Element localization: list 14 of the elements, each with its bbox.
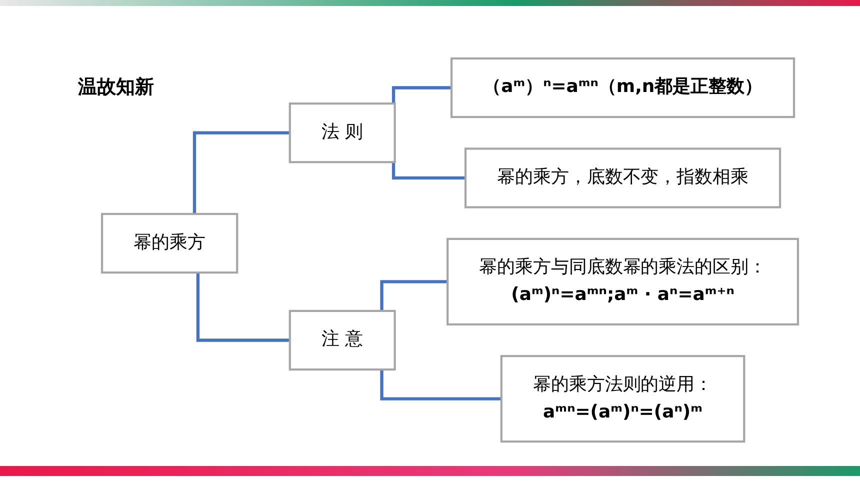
connector xyxy=(380,370,502,400)
node-box xyxy=(288,310,396,371)
node-box xyxy=(446,238,800,326)
connector xyxy=(392,162,466,180)
node-box xyxy=(464,148,782,208)
connector xyxy=(392,86,452,104)
node-box xyxy=(100,212,238,274)
node-box xyxy=(500,355,746,443)
connector xyxy=(380,280,448,311)
connector xyxy=(196,272,290,342)
slide-title: 温故知新 xyxy=(78,75,154,100)
node-box xyxy=(288,102,396,164)
connector xyxy=(192,131,290,214)
node-box xyxy=(450,57,796,118)
